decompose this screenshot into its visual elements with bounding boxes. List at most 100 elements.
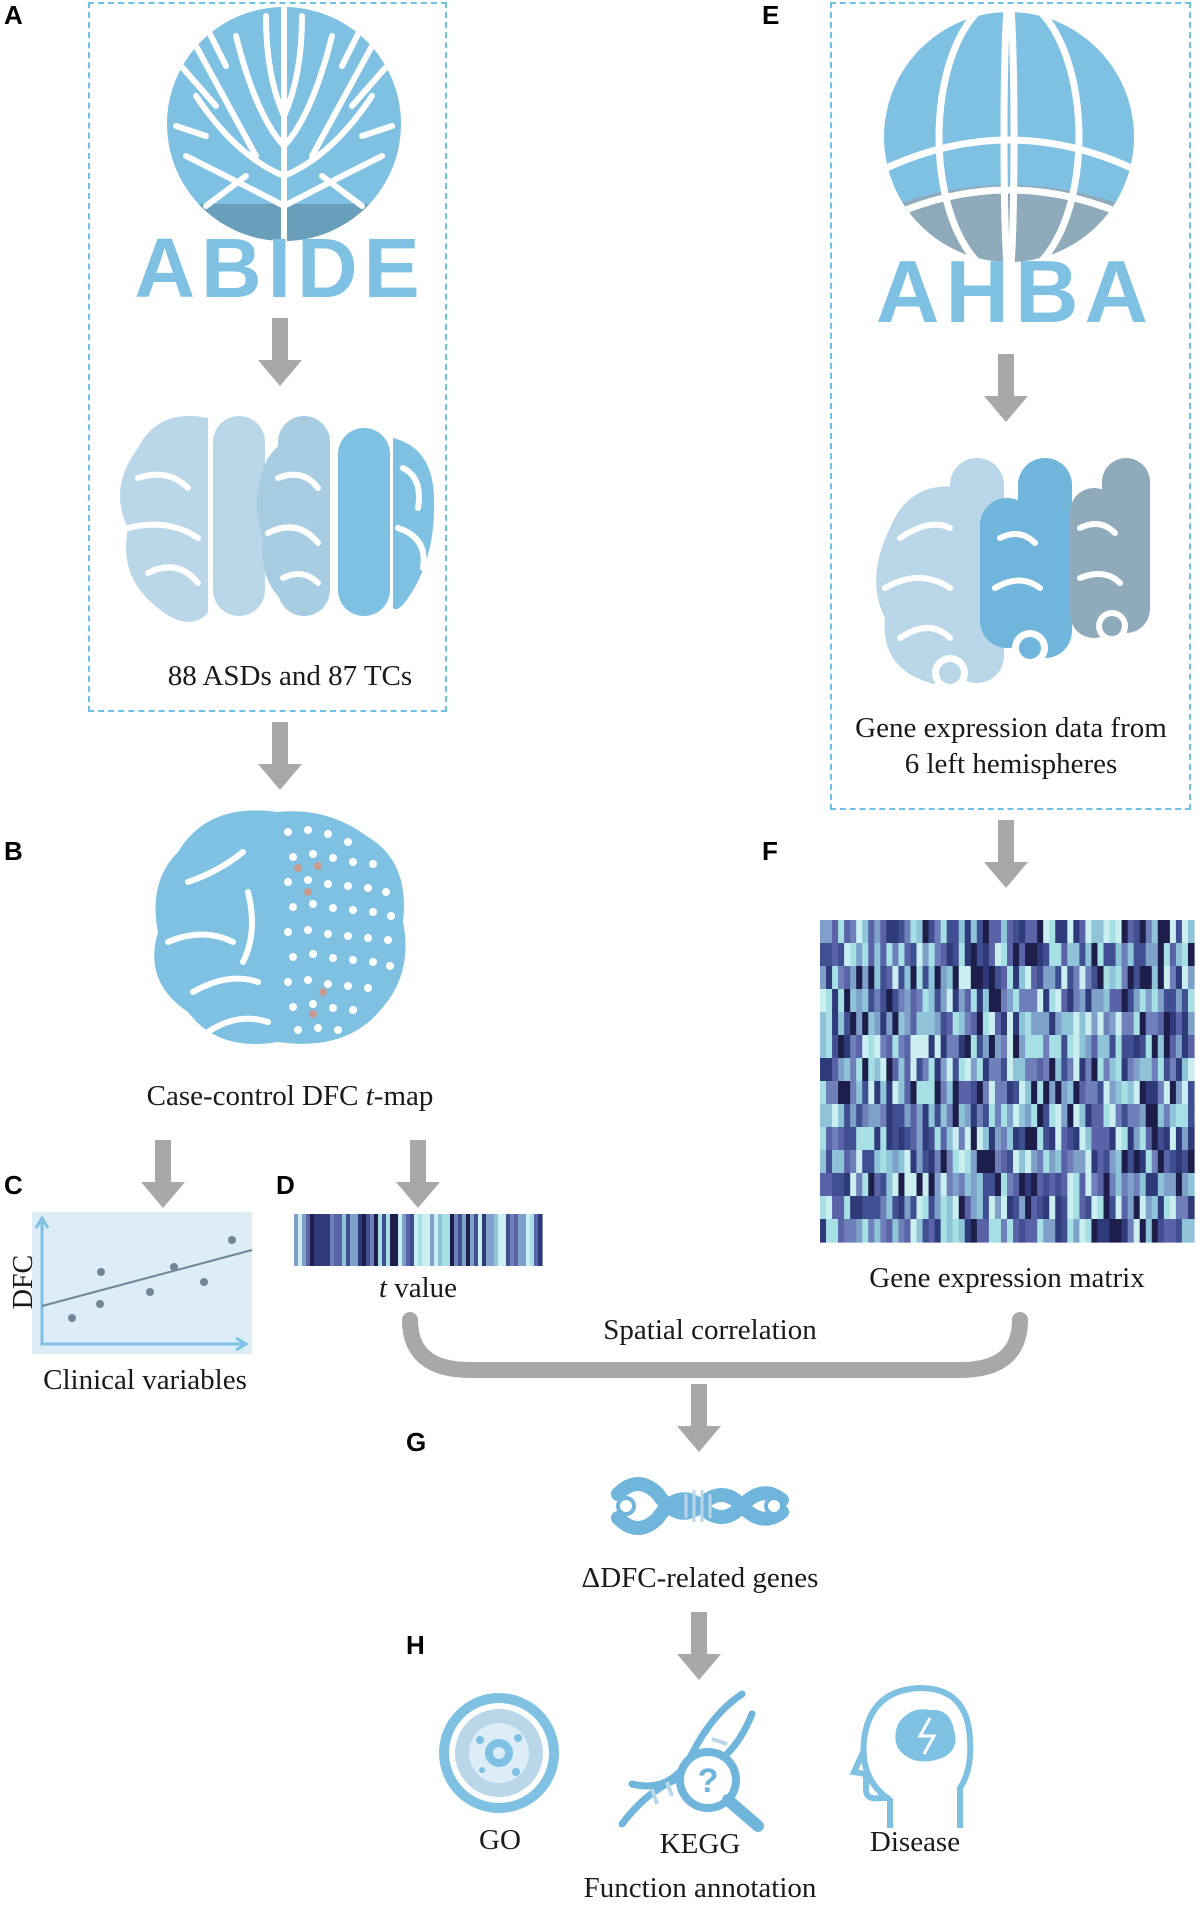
heatmap-cell [1139,1035,1147,1059]
heatmap-cell [928,1081,936,1105]
heatmap-cell [946,1219,954,1243]
heatmap-cell [910,1058,918,1082]
t-value-cell [518,1214,523,1266]
heatmap-cell [886,1035,893,1059]
heatmap-cell [1115,1058,1123,1082]
t-value-cell [466,1214,471,1266]
heatmap-cell [1145,1035,1153,1059]
heatmap-cell [976,1035,984,1059]
heatmap-cell [1085,1173,1093,1197]
heatmap-cell [1097,1219,1105,1243]
heatmap-cell [1121,1035,1129,1059]
heatmap-cell [1079,966,1087,990]
heatmap-cell [1115,1035,1123,1059]
heatmap-cell [934,943,942,967]
heatmap-cell [1127,1058,1135,1082]
heatmap-cell [964,1058,972,1082]
heatmap-cell [886,1058,893,1082]
heatmap-cell [1031,920,1038,944]
heatmap-cell [1133,1035,1141,1059]
heatmap-cell [862,1150,869,1174]
heatmap-cell [1091,1127,1099,1151]
heatmap-cell [934,1127,942,1151]
heatmap-cell [1061,1150,1068,1174]
heatmap-cell [886,1127,893,1151]
heatmap-cell [958,966,966,990]
heatmap-cell [1133,966,1141,990]
heatmap-cell [844,1081,851,1105]
heatmap-cell [952,1012,960,1036]
heatmap-cell [958,1104,966,1128]
t-value-cell [382,1214,387,1266]
heatmap-cell [964,966,972,990]
heatmap-cell [1019,1012,1026,1036]
heatmap-cell [880,1150,887,1174]
heatmap-cell [1175,943,1183,967]
heatmap-cell [1139,1196,1147,1220]
heatmap-cell [1127,989,1135,1013]
heatmap-cell [1175,1058,1183,1082]
heatmap-cell [1163,943,1171,967]
heatmap-cell [1169,1058,1177,1082]
heatmap-cell [982,1150,990,1174]
heatmap-cell [1115,1173,1123,1197]
heatmap-cell [916,1196,924,1220]
t-value-cell [370,1214,375,1266]
tmap-brain-icon [154,810,406,1044]
heatmap-cell [1073,1058,1080,1082]
heatmap-cell [898,1104,906,1128]
heatmap-cell [1187,1127,1195,1151]
t-value-italic: t [378,1272,387,1304]
heatmap-cell [1163,1150,1171,1174]
heatmap-cell [856,966,863,990]
heatmap-cell [1121,920,1129,944]
heatmap-cell [976,1150,984,1174]
heatmap-cell [1085,1058,1093,1082]
t-value-cell [330,1214,335,1266]
arrow-genes-to-annotation [677,1612,721,1680]
heatmap-cell [928,1219,936,1243]
heatmap-cell [832,1196,839,1220]
heatmap-cell [952,966,960,990]
heatmap-cell [928,1196,936,1220]
heatmap-cell [1061,1012,1068,1036]
heatmap-cell [922,1035,930,1059]
heatmap-cell [1169,1104,1177,1128]
heatmap-cell [1145,966,1153,990]
heatmap-cell [826,1173,833,1197]
heatmap-cell [1031,966,1038,990]
heatmap-cell [910,1081,918,1105]
dna-icon [611,1477,789,1535]
heatmap-cell [1181,966,1189,990]
heatmap-cell [1055,1173,1062,1197]
heatmap-cell [1181,1012,1189,1036]
heatmap-cell [1013,1219,1020,1243]
heatmap-cell [904,989,912,1013]
heatmap-cell [1133,1127,1141,1151]
heatmap-cell [1037,1035,1044,1059]
heatmap-cell [1043,1104,1050,1128]
heatmap-cell [856,1173,863,1197]
heatmap-cell [934,1012,942,1036]
panel-label-c: C [4,1170,23,1200]
heatmap-cell [898,966,906,990]
heatmap-cell [958,1196,966,1220]
heatmap-cell [844,1219,851,1243]
heatmap-cell [1085,1196,1093,1220]
heatmap-cell [1109,1173,1117,1197]
heatmap-cell [1187,1104,1195,1128]
heatmap-cell [1007,1173,1014,1197]
genes-caption: ΔDFC-related genes [581,1562,819,1594]
heatmap-cell [880,1127,887,1151]
heatmap-cell [1169,1127,1177,1151]
heatmap-cell [898,1150,906,1174]
heatmap-cell [1049,1150,1056,1174]
scatter-points [68,1236,236,1322]
heatmap-cell [982,1127,990,1151]
arrow-ahba-to-brain [984,354,1028,422]
heatmap-cell [856,920,863,944]
heatmap-cell [1139,1081,1147,1105]
heatmap-cell [1181,1173,1189,1197]
heatmap-cell [832,989,839,1013]
heatmap-cell [928,1035,936,1059]
